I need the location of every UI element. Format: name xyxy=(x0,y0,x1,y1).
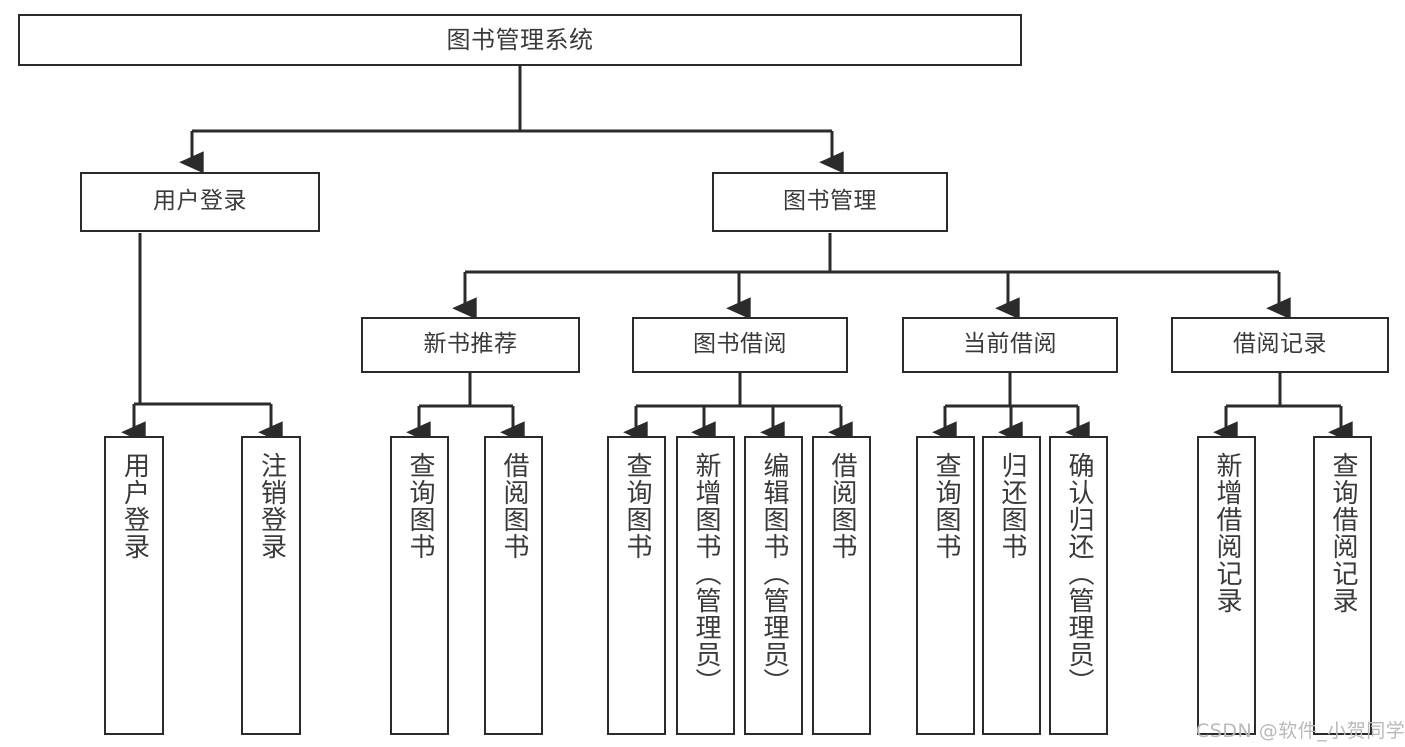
node-user-login[interactable]: 用户登录 xyxy=(80,172,320,232)
csdn-watermark: CSDN @软件_小贺同学 xyxy=(1196,720,1405,742)
node-label: 用户登录 xyxy=(119,452,150,560)
leaf-return-book[interactable]: 归还图书 xyxy=(982,436,1041,735)
leaf-add-book[interactable]: 新增图书（管理员） xyxy=(676,436,735,735)
leaf-query-book-borrow[interactable]: 查询图书 xyxy=(607,436,666,735)
node-label: 图书借阅 xyxy=(693,331,787,358)
leaf-user-login[interactable]: 用户登录 xyxy=(104,436,164,735)
leaf-query-book-recommend[interactable]: 查询图书 xyxy=(390,436,449,735)
node-label: 新增借阅记录 xyxy=(1212,452,1243,614)
node-label: 查询图书 xyxy=(622,452,653,560)
node-label: 编辑图书（管理员） xyxy=(759,452,790,695)
node-new-book-recommend[interactable]: 新书推荐 xyxy=(361,317,580,373)
leaf-query-book-current[interactable]: 查询图书 xyxy=(916,436,975,735)
leaf-query-borrow-record[interactable]: 查询借阅记录 xyxy=(1313,436,1372,735)
node-label: 借阅图书 xyxy=(499,452,530,560)
leaf-confirm-return[interactable]: 确认归还（管理员） xyxy=(1049,436,1108,735)
leaf-borrow-book-recommend[interactable]: 借阅图书 xyxy=(484,436,543,735)
leaf-edit-book[interactable]: 编辑图书（管理员） xyxy=(744,436,803,735)
node-label: 新书推荐 xyxy=(423,331,518,358)
node-label: 用户登录 xyxy=(153,188,247,215)
node-label: 查询借阅记录 xyxy=(1328,452,1359,614)
node-label: 图书管理 xyxy=(783,188,877,215)
leaf-add-borrow-record[interactable]: 新增借阅记录 xyxy=(1197,436,1256,735)
node-root-system[interactable]: 图书管理系统 xyxy=(18,14,1022,66)
node-label: 当前借阅 xyxy=(963,331,1057,358)
node-label: 新增图书（管理员） xyxy=(691,452,722,695)
node-current-borrow[interactable]: 当前借阅 xyxy=(902,317,1118,373)
node-label: 借阅图书 xyxy=(827,452,858,560)
leaf-borrow-book[interactable]: 借阅图书 xyxy=(812,436,871,735)
node-label: 查询图书 xyxy=(405,452,436,560)
node-label: 查询图书 xyxy=(931,452,962,560)
node-label: 注销登录 xyxy=(256,452,287,560)
node-label: 确认归还（管理员） xyxy=(1064,452,1095,695)
node-label: 归还图书 xyxy=(997,452,1028,560)
node-book-borrow[interactable]: 图书借阅 xyxy=(632,317,848,373)
node-label: 借阅记录 xyxy=(1233,331,1327,358)
node-label: 图书管理系统 xyxy=(446,25,594,54)
node-book-manage[interactable]: 图书管理 xyxy=(712,172,948,232)
node-borrow-record[interactable]: 借阅记录 xyxy=(1171,317,1389,373)
leaf-logout-login[interactable]: 注销登录 xyxy=(241,436,301,735)
